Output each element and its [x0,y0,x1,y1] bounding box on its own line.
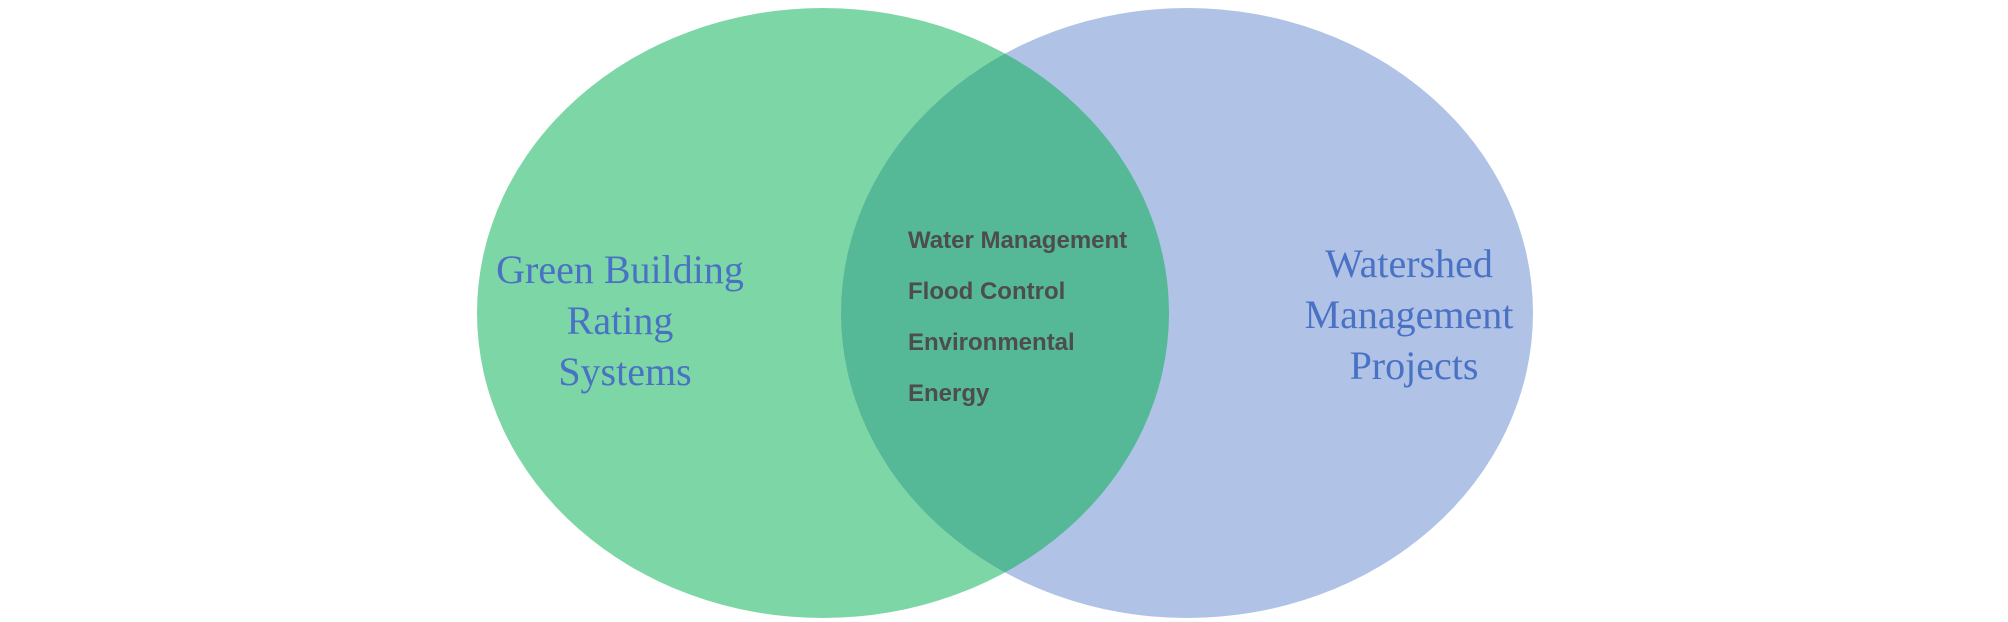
left-set-label-line: Green Building [496,247,744,292]
left-set-label-line: Systems [558,349,691,394]
left-set-label: Green Building Rating Systems [496,247,754,394]
overlap-item: Environmental [908,329,1075,356]
overlap-item: Water Management [908,227,1127,254]
left-set-label-line: Rating [567,298,674,343]
right-set-label-line: Management [1305,292,1514,337]
overlap-region [841,8,1169,618]
overlap-item: Flood Control [908,278,1065,305]
right-set-label-line: Watershed [1325,241,1493,286]
overlap-item: Energy [908,380,990,407]
right-set-label: Watershed Management Projects [1305,241,1524,388]
right-set-label-line: Projects [1350,343,1479,388]
